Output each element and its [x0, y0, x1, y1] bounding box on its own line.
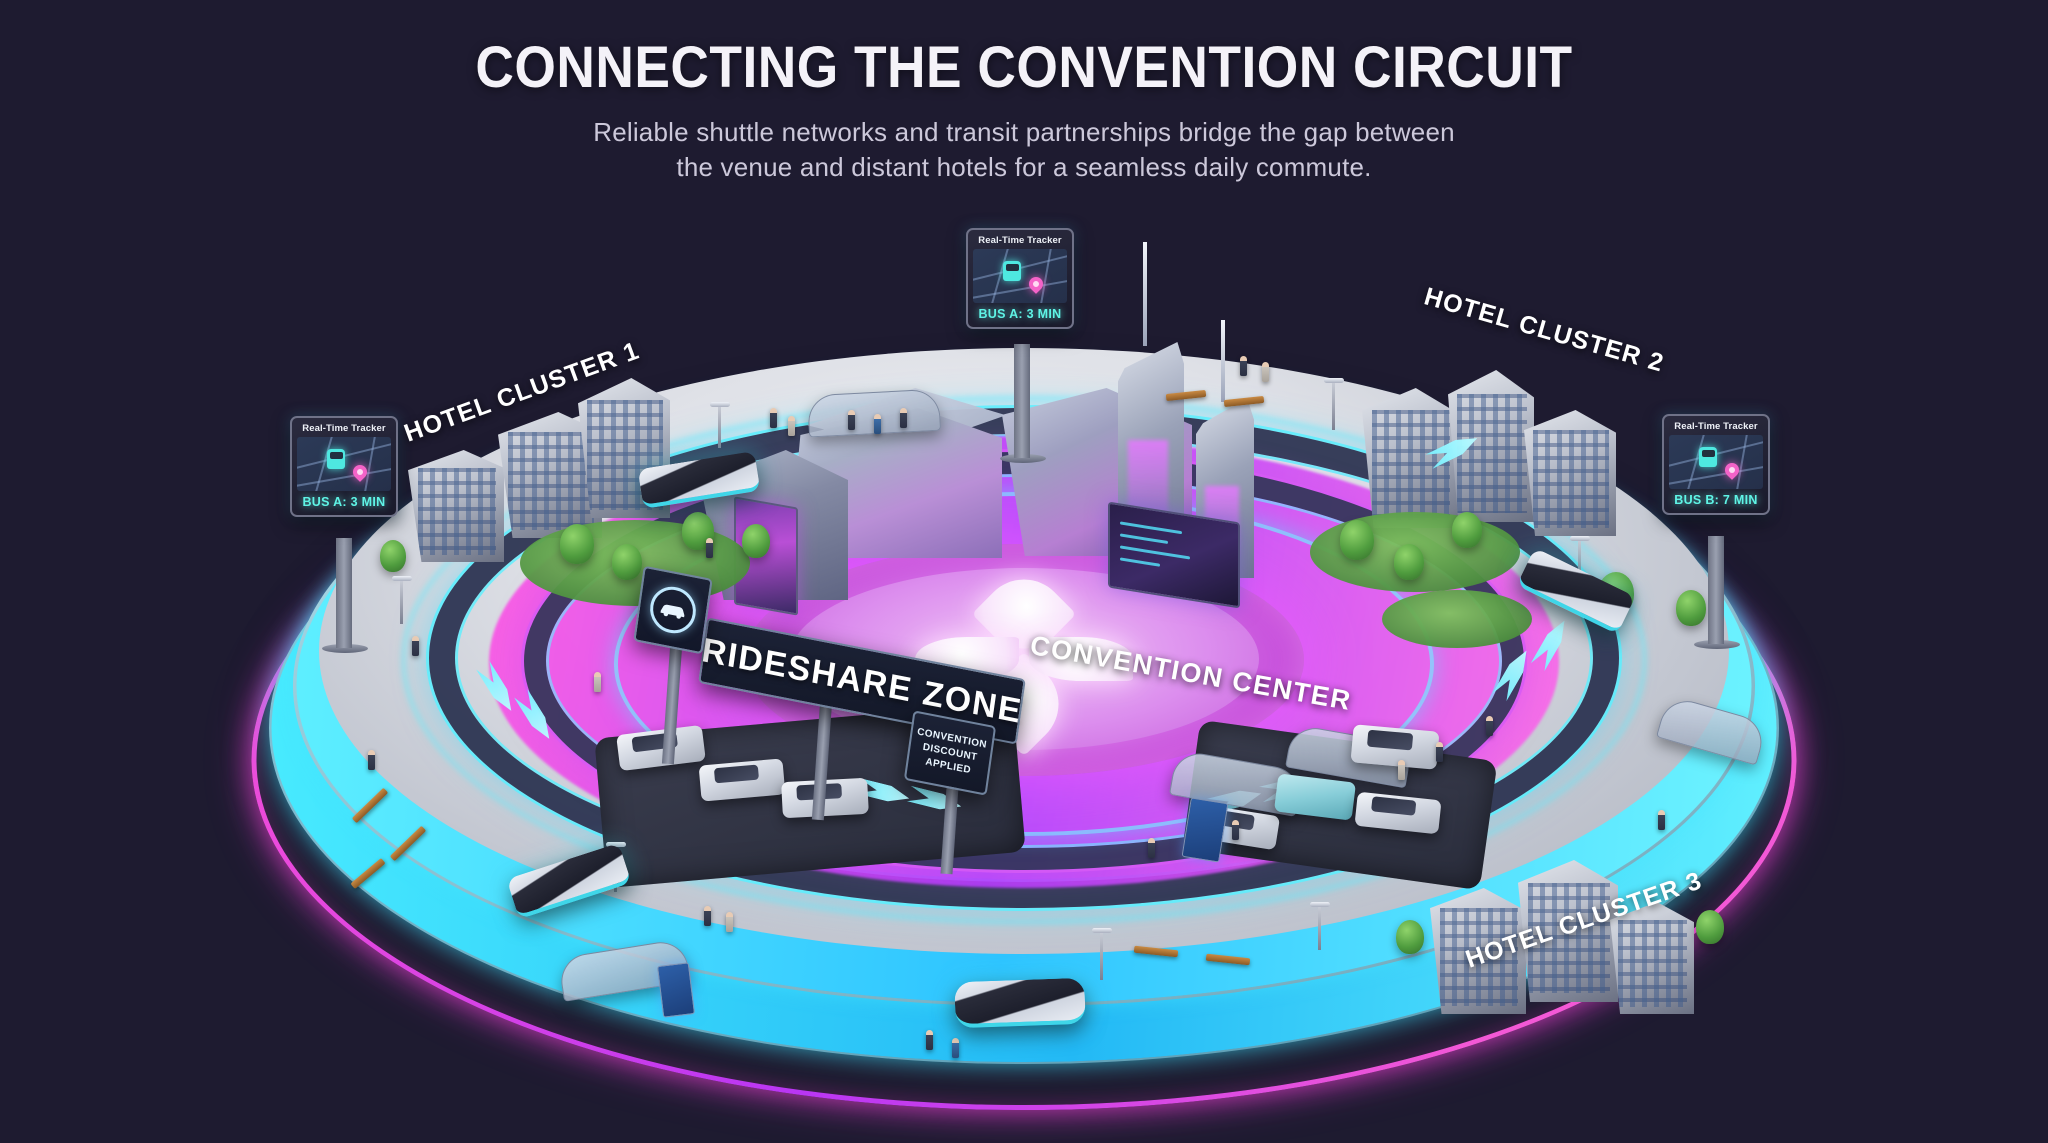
street-lamp [392, 576, 412, 624]
bus-icon [327, 449, 345, 469]
isometric-city-scene: HOTEL CLUSTER 1 HOTEL CLUSTER 2 HOTEL CL… [0, 120, 2048, 1143]
tree-icon [1394, 544, 1424, 580]
shuttle-bus-south [954, 977, 1086, 1029]
tree-icon [1396, 920, 1424, 954]
tree-icon [742, 524, 770, 558]
tree-icon [612, 544, 642, 580]
pedestrian [706, 538, 713, 558]
rideshare-icon-sign[interactable] [633, 565, 713, 655]
tracker-map [1669, 435, 1763, 489]
rideshare-car-icon [647, 582, 699, 638]
pedestrian [788, 416, 795, 436]
tracker-title: Real-Time Tracker [1674, 421, 1758, 432]
map-street [1038, 249, 1054, 303]
bus-icon [1003, 261, 1021, 281]
tower-spire [1221, 320, 1225, 402]
tree-icon [380, 540, 406, 572]
subtitle-line-1: Reliable shuttle networks and transit pa… [593, 117, 1455, 147]
page-subtitle: Reliable shuttle networks and transit pa… [0, 115, 2048, 184]
suv [1350, 724, 1440, 770]
tower-spire [1143, 242, 1147, 346]
tree-icon [560, 524, 594, 564]
window-grid [1456, 394, 1528, 513]
tracker-map [297, 437, 391, 491]
header: CONNECTING THE CONVENTION CIRCUIT Reliab… [0, 34, 2048, 184]
pedestrian [726, 912, 733, 932]
hotel-building [1610, 902, 1694, 1014]
pedestrian [1148, 838, 1155, 858]
pedestrian [1436, 742, 1443, 762]
tracker-title: Real-Time Tracker [302, 423, 386, 434]
tracker-left[interactable]: Real-Time Tracker BUS A: 3 MIN [290, 416, 398, 517]
street-lamp [1092, 928, 1112, 980]
street-lamp [1324, 378, 1344, 430]
emblem-petal [1029, 637, 1133, 681]
hotel-building [498, 412, 602, 538]
hotel-building [1362, 388, 1458, 528]
page-title: CONNECTING THE CONVENTION CIRCUIT [475, 35, 1573, 100]
tracker-title: Real-Time Tracker [978, 235, 1062, 246]
tracker-pole [336, 538, 352, 648]
tracker-eta: BUS A: 3 MIN [302, 495, 386, 509]
tracker-top[interactable]: Real-Time Tracker BUS A: 3 MIN [966, 228, 1074, 329]
window-grid [1533, 430, 1609, 529]
hotel-building [1524, 410, 1616, 536]
pedestrian [1398, 760, 1405, 780]
tracker-base [322, 644, 368, 653]
pedestrian [874, 414, 881, 434]
pedestrian [848, 410, 855, 430]
pedestrian [770, 408, 777, 428]
screen-text-line [1120, 521, 1182, 535]
pedestrian [1486, 716, 1493, 736]
pedestrian [952, 1038, 959, 1058]
pedestrian [1658, 810, 1665, 830]
bus-icon [1699, 447, 1717, 467]
street-lamp [1310, 902, 1330, 950]
subtitle-line-2: the venue and distant hotels for a seaml… [676, 151, 1372, 182]
pedestrian [594, 672, 601, 692]
hotel-building [1518, 860, 1618, 1002]
tree-icon [1696, 910, 1724, 944]
green-space-southeast [1382, 590, 1532, 648]
tree-icon [1452, 512, 1482, 548]
pedestrian [368, 750, 375, 770]
hotel-building [1430, 888, 1526, 1014]
window-grid [417, 467, 497, 556]
screen-text-line [1120, 557, 1160, 567]
tree-icon [1340, 520, 1374, 560]
pedestrian [412, 636, 419, 656]
pedestrian [1232, 820, 1239, 840]
pedestrian [1240, 356, 1247, 376]
tracker-base [1694, 640, 1740, 649]
window-grid [508, 432, 594, 531]
screen-text-line [1120, 533, 1168, 545]
street-lamp [710, 402, 730, 448]
pedestrian [1262, 362, 1269, 382]
shelter-info-screen[interactable] [656, 962, 696, 1018]
pedestrian [900, 408, 907, 428]
window-grid [1618, 919, 1688, 1008]
tracker-map [973, 249, 1067, 303]
window-grid [1439, 908, 1519, 1007]
tracker-pole [1708, 536, 1724, 644]
window-grid [1528, 882, 1610, 994]
label-hotel-cluster-2: HOTEL CLUSTER 2 [1421, 282, 1668, 378]
map-street [1734, 435, 1750, 489]
car [698, 758, 786, 802]
tracker-right[interactable]: Real-Time Tracker BUS B: 7 MIN [1662, 414, 1770, 515]
hotel-building [408, 450, 504, 562]
screen-text-line [1120, 545, 1190, 560]
tracker-pole [1014, 344, 1030, 458]
tracker-eta: BUS A: 3 MIN [978, 307, 1062, 321]
tracker-eta: BUS B: 7 MIN [1674, 493, 1758, 507]
pedestrian [704, 906, 711, 926]
street-lamp [1570, 536, 1590, 584]
pedestrian [926, 1030, 933, 1050]
map-street [362, 437, 378, 491]
tree-icon [1676, 590, 1706, 626]
